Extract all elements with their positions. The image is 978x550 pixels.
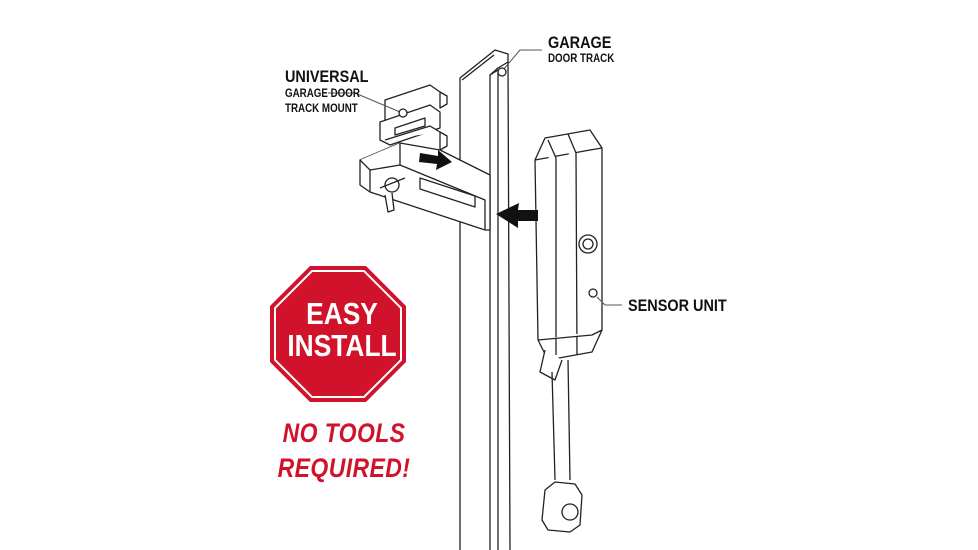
track-label-sub: DOOR TRACK	[548, 53, 615, 65]
track-label-title: GARAGE	[548, 33, 612, 52]
mount-label-title: UNIVERSAL	[285, 67, 369, 86]
garage-door-track	[459, 49, 511, 550]
badge-line2: INSTALL	[287, 328, 397, 363]
arrow-right-icon	[419, 150, 452, 170]
easy-install-badge	[270, 266, 406, 402]
arrow-left-icon	[496, 203, 538, 228]
mount-label-sub2: TRACK MOUNT	[285, 103, 358, 115]
badge-line1: EASY	[306, 296, 378, 331]
mount-label-sub1: GARAGE DOOR	[285, 88, 360, 100]
tagline-line1: NO TOOLS	[282, 418, 406, 448]
sensor-label: SENSOR UNIT	[628, 296, 727, 315]
sensor-unit	[534, 129, 603, 533]
tagline-line2: REQUIRED!	[277, 453, 411, 483]
track-mount-bracket	[359, 84, 491, 231]
